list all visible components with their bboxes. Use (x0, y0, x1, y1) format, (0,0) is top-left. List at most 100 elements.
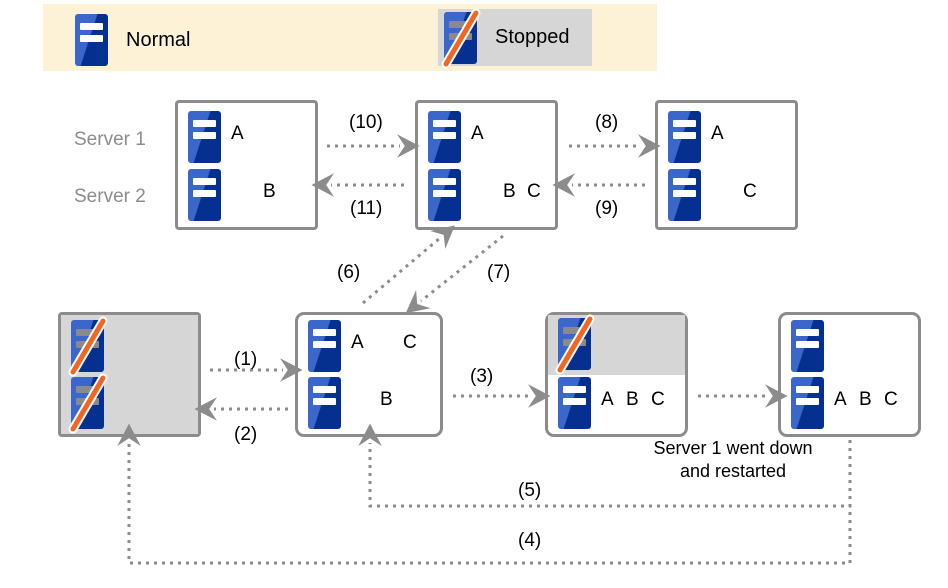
state-box-bottom-3: A B C (545, 312, 688, 437)
state-row-server-2: B C (428, 169, 541, 221)
server-icon-bar-1 (313, 386, 336, 393)
resource-label: A (351, 332, 364, 353)
server-icon (188, 111, 221, 163)
server-icon (308, 377, 341, 429)
server-icon (188, 169, 221, 221)
side-label-server-2: Server 2 (74, 186, 146, 207)
state-row-server-1: A (428, 111, 484, 163)
transition-label-4: (4) (518, 530, 542, 551)
arrow-6 (362, 225, 455, 305)
resource-label: C (527, 181, 541, 202)
state-row-server-1: A (668, 111, 724, 163)
caption-server-1-restart: Server 1 went down and restarted (633, 437, 833, 482)
transition-label-3: (3) (470, 366, 494, 387)
server-icon-bar-2 (313, 398, 336, 405)
server-icon (791, 377, 824, 429)
server-icon-bar-2 (796, 398, 819, 405)
transition-label-10: (10) (349, 112, 383, 133)
server-icon-bar-1 (313, 329, 336, 336)
server-icon-bar-2 (673, 132, 696, 139)
caption-line-1: Server 1 went down (653, 438, 813, 458)
state-row-server-2: B (308, 377, 393, 429)
server-icon-bar-2 (563, 398, 586, 405)
state-row-server-2: C (668, 169, 757, 221)
resource-label: A (601, 389, 614, 410)
resource-label: A (711, 123, 724, 144)
server-icon-bar-1 (796, 386, 819, 393)
resource-label: C (884, 389, 898, 410)
server-icon-bar-1 (449, 20, 472, 28)
resource-label: A (471, 123, 484, 144)
state-row-server-1 (555, 314, 595, 375)
state-row-server-1: A C (308, 320, 417, 372)
state-box-top-2: A B C (415, 100, 558, 230)
server-icon (558, 377, 591, 429)
transition-label-2: (2) (234, 424, 258, 445)
resource-label: B (626, 389, 639, 410)
server-icon (75, 14, 108, 66)
legend-label-normal: Normal (126, 28, 191, 51)
stopped-slash-icon (441, 8, 481, 68)
server-icon (668, 169, 701, 221)
server-icon-bar-2 (433, 190, 456, 197)
server-stopped-icon (68, 316, 108, 377)
state-row-server-2 (68, 373, 108, 434)
server-icon-bar-1 (76, 329, 99, 336)
legend-item-normal: Normal (75, 14, 190, 66)
server-icon-bar-2 (796, 341, 819, 348)
server-icon-bar-1 (80, 23, 103, 30)
resource-label: B (503, 181, 516, 202)
server-icon-bar-1 (673, 178, 696, 185)
state-box-bottom-2: A C B (295, 312, 443, 437)
transition-label-11: (11) (350, 198, 383, 219)
resource-label: C (743, 181, 757, 202)
resource-label: C (403, 332, 417, 353)
state-row-server-1 (68, 316, 108, 377)
server-icon (428, 169, 461, 221)
server-icon-bar-1 (673, 120, 696, 127)
resource-label: A (231, 123, 244, 144)
resource-label: B (263, 181, 276, 202)
server-icon-bar-1 (563, 386, 586, 393)
state-box-top-3: A C (655, 100, 798, 230)
server-icon-bar-2 (433, 132, 456, 139)
resource-label: C (651, 389, 665, 410)
server-icon-bar-1 (796, 329, 819, 336)
transition-label-7: (7) (487, 262, 511, 283)
state-box-bottom-1 (58, 312, 201, 437)
server-icon-bar-2 (193, 190, 216, 197)
side-label-server-1: Server 1 (74, 129, 146, 150)
server-stopped-icon (555, 314, 595, 375)
state-row-server-1: A (188, 111, 244, 163)
transition-label-8: (8) (595, 112, 619, 133)
resource-label: B (380, 389, 393, 410)
transition-label-9: (9) (595, 198, 619, 219)
server-icon-bar-1 (76, 386, 99, 393)
server-stopped-icon (441, 8, 481, 68)
state-row-server-2: A B C (791, 377, 898, 429)
server-icon-bar-1 (193, 178, 216, 185)
transition-label-6: (6) (337, 262, 361, 283)
resource-label: B (859, 389, 872, 410)
legend-panel: Normal Stopped (43, 4, 657, 71)
server-icon (668, 111, 701, 163)
server-icon-bar-2 (673, 190, 696, 197)
legend-label-stopped: Stopped (495, 26, 570, 48)
server-icon (791, 320, 824, 372)
transition-label-5: (5) (518, 480, 542, 501)
state-box-top-1: A B (175, 100, 318, 230)
state-row-server-2: B (188, 169, 276, 221)
server-icon-bar-2 (313, 341, 336, 348)
legend-item-stopped: Stopped (438, 8, 592, 68)
stopped-slash-icon (68, 316, 108, 377)
transition-label-1: (1) (234, 349, 258, 370)
server-icon (308, 320, 341, 372)
state-box-bottom-4: A B C (778, 312, 921, 437)
server-icon-bar-1 (433, 120, 456, 127)
server-stopped-icon (68, 373, 108, 434)
server-icon-bar-1 (193, 120, 216, 127)
state-row-server-2: A B C (558, 377, 665, 429)
state-row-server-1 (791, 320, 824, 372)
